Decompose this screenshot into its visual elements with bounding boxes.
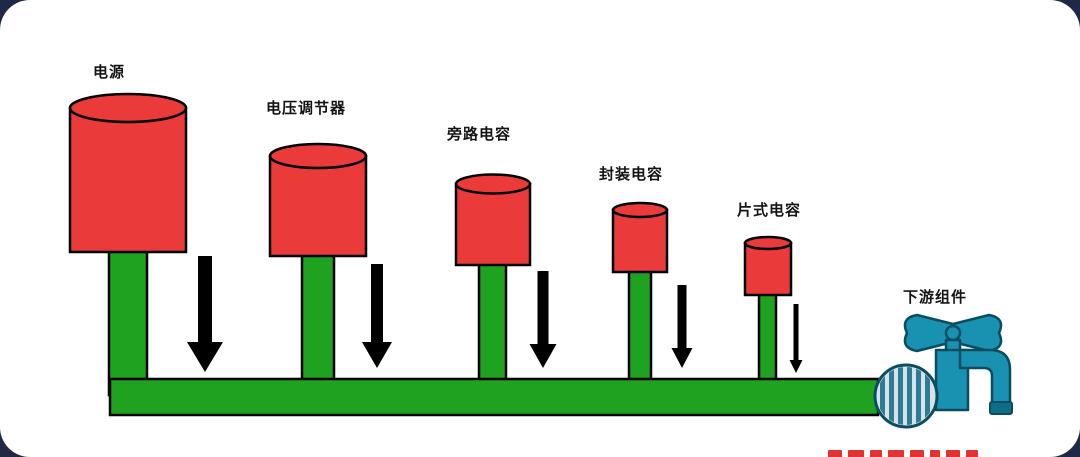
tank-top <box>68 92 188 124</box>
tank-body <box>68 106 188 254</box>
tank-chip-capacitor <box>743 235 793 297</box>
label-power-source: 电源 <box>93 63 126 81</box>
main-horizontal-pipe <box>108 377 880 417</box>
tank-body <box>268 154 368 258</box>
faucet <box>873 313 1013 429</box>
label-voltage-regulator: 电压调节器 <box>266 99 347 117</box>
tank-body <box>743 241 793 297</box>
tank-top <box>454 173 532 195</box>
vertical-pipe-power <box>107 243 149 397</box>
vertical-pipe-bypass <box>477 256 508 397</box>
tank-top <box>268 142 368 170</box>
flow-arrow-3 <box>529 271 557 368</box>
tank-power-source <box>68 92 188 254</box>
cropped-red-text <box>828 450 978 457</box>
label-bypass-capacitor: 旁路电容 <box>447 125 512 143</box>
flow-arrow-1 <box>187 256 223 372</box>
flow-arrow-5 <box>789 304 803 373</box>
faucet-handle-hub <box>944 324 962 342</box>
tank-top <box>611 201 669 219</box>
label-chip-capacitor: 片式电容 <box>737 201 802 219</box>
flow-arrow-2 <box>362 264 392 368</box>
tank-body <box>454 182 532 267</box>
vertical-pipe-regulator <box>300 248 336 397</box>
tank-voltage-regulator <box>268 142 368 258</box>
tank-package-capacitor <box>611 201 669 274</box>
tank-body <box>611 208 669 274</box>
faucet-flange-ribs <box>880 367 930 425</box>
vertical-pipe-package <box>627 263 653 397</box>
label-downstream-component: 下游组件 <box>903 288 968 306</box>
faucet-spout-tip <box>989 401 1013 415</box>
tank-bypass-capacitor <box>454 173 532 267</box>
flow-arrow-4 <box>671 285 693 368</box>
tank-top <box>743 235 793 251</box>
label-package-capacitor: 封装电容 <box>599 165 664 183</box>
